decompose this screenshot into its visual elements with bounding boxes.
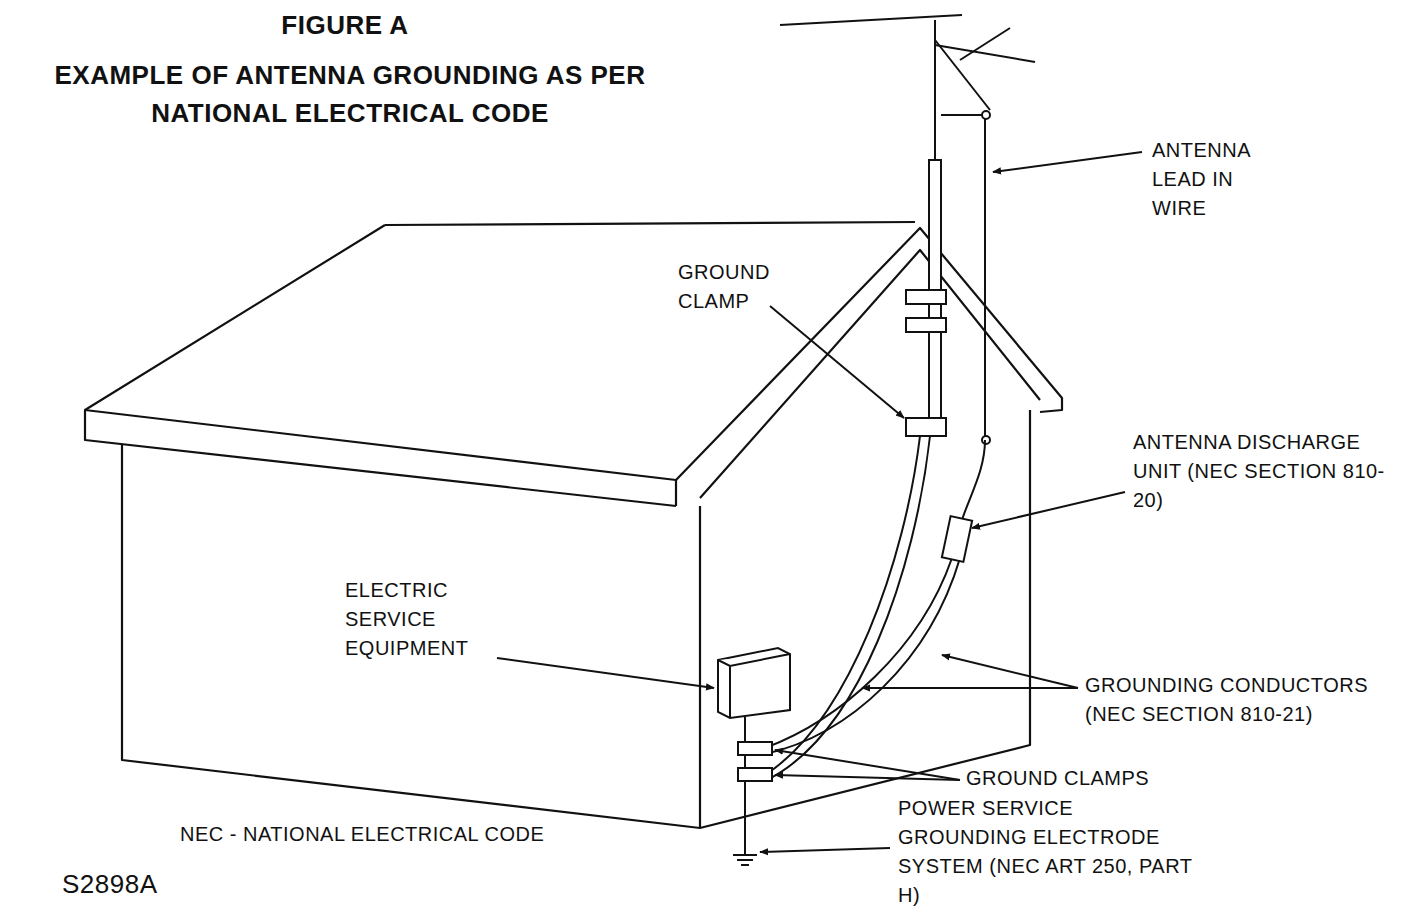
service-box-stroke: [718, 648, 790, 718]
part-label: ANTENNA DISCHARGE UNIT (NEC SECTION 810-…: [1133, 428, 1408, 515]
house-outline-stroke: [675, 480, 677, 506]
ground-rod-stroke: [744, 717, 746, 855]
mast-straps-stroke: [906, 290, 946, 304]
leader-lines-stroke: [993, 152, 1142, 172]
note-text: NEC - NATIONAL ELECTRICAL CODE: [180, 820, 600, 849]
house-outline-stroke: [85, 410, 676, 480]
part-label: GROUND CLAMP: [678, 258, 796, 316]
antenna-mast: [780, 15, 1035, 440]
figure-code: S2898A: [62, 868, 212, 900]
leader-lines-stroke: [770, 306, 904, 418]
service-box: [718, 648, 790, 718]
house-outline: [85, 222, 1062, 828]
antenna-mast-stroke: [935, 40, 990, 110]
ground-rod-stroke: [738, 768, 772, 781]
leader-lines-stroke: [760, 848, 890, 852]
service-box-stroke: [718, 654, 790, 718]
grounding-wires: [765, 436, 985, 781]
house-outline-stroke: [122, 410, 1030, 828]
leader-lines-stroke: [972, 492, 1125, 528]
discharge-unit: [942, 516, 972, 562]
ground-rod-stroke: [733, 855, 757, 865]
part-label: ELECTRIC SERVICE EQUIPMENT: [345, 576, 495, 663]
house-outline-stroke: [699, 506, 701, 828]
ground-rod: [733, 717, 772, 865]
part-label: GROUNDING CONDUCTORS (NEC SECTION 810-21…: [1085, 671, 1407, 729]
leader-lines-stroke: [775, 750, 960, 780]
house-outline-stroke: [85, 225, 676, 506]
leader-lines-stroke: [862, 687, 1078, 689]
house-outline-stroke: [385, 222, 915, 225]
ground-rod-stroke: [738, 742, 772, 755]
antenna-mast-stroke: [941, 115, 985, 440]
antenna-mast-stroke: [960, 28, 1010, 60]
part-label: ANTENNA LEAD IN WIRE: [1152, 136, 1264, 223]
mast-straps-stroke: [906, 318, 946, 332]
part-label: POWER SERVICE GROUNDING ELECTRODE SYSTEM…: [898, 794, 1203, 910]
leader-lines: [497, 152, 1142, 852]
mast-straps-stroke: [906, 418, 946, 436]
leader-lines-stroke: [497, 658, 714, 688]
grounding-wires-stroke: [765, 436, 930, 781]
discharge-unit-stroke: [942, 516, 972, 562]
grounding-wires-stroke: [765, 558, 960, 754]
grounding-wires-stroke: [962, 440, 985, 520]
figure-heading: EXAMPLE OF ANTENNA GROUNDING AS PER NATI…: [5, 56, 695, 132]
house-outline-stroke: [700, 250, 1040, 498]
part-label: GROUND CLAMPS: [966, 764, 1206, 793]
leader-lines-stroke: [942, 655, 1078, 688]
mast-straps-stroke: [982, 111, 990, 119]
figure-title: FIGURE A: [245, 6, 445, 44]
leader-lines-stroke: [775, 775, 960, 780]
grounding-wires-stroke: [765, 436, 920, 775]
mast-straps: [906, 111, 990, 444]
